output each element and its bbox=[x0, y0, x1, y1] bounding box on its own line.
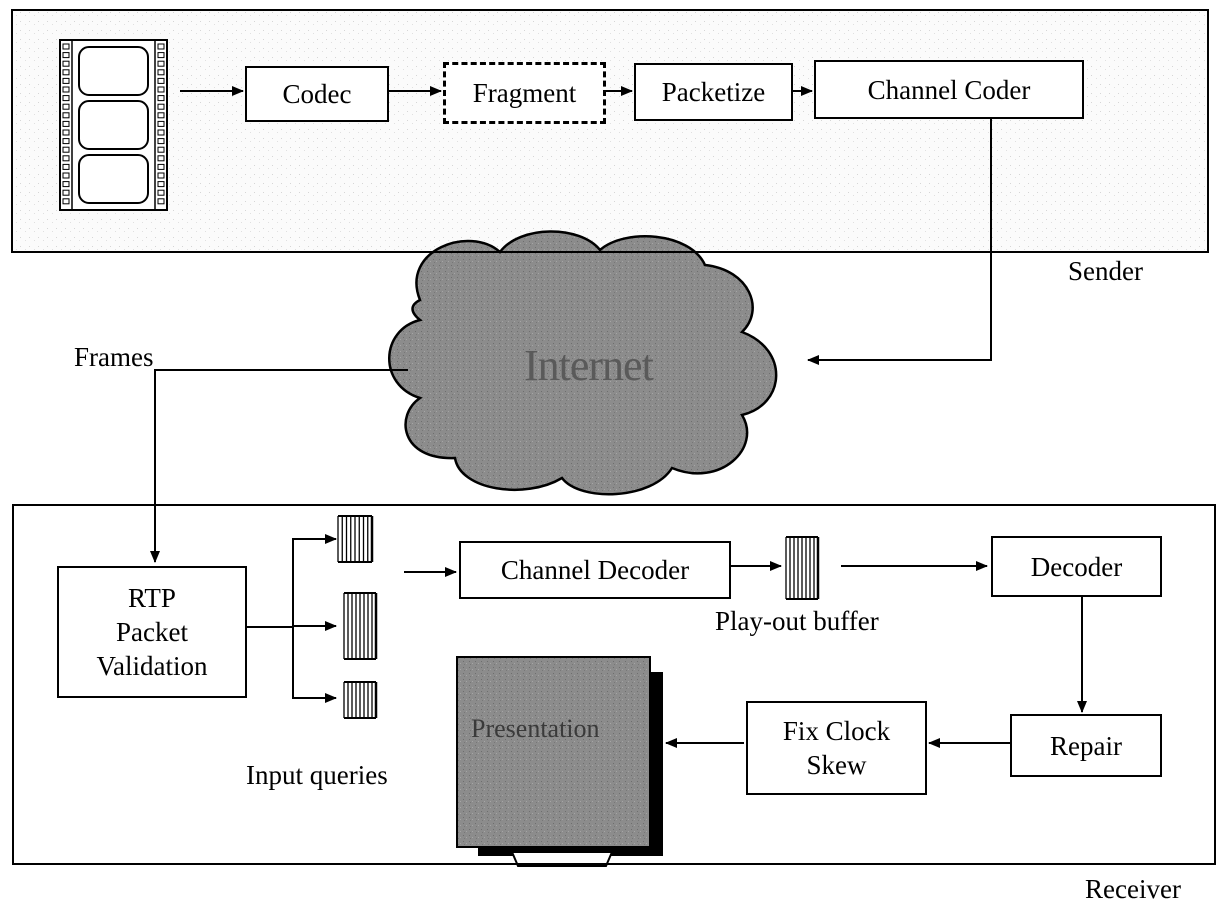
packetize-box: Packetize bbox=[634, 63, 793, 121]
receiver-label: Receiver bbox=[1085, 874, 1181, 905]
internet-label: Internet bbox=[524, 340, 653, 391]
frames-label: Frames bbox=[74, 342, 153, 373]
presentation-label: Presentation bbox=[471, 714, 600, 744]
decoder-box: Decoder bbox=[991, 536, 1162, 597]
repair-box: Repair bbox=[1010, 714, 1162, 777]
channel-coder-box: Channel Coder bbox=[814, 60, 1084, 119]
channel-decoder-box: Channel Decoder bbox=[459, 541, 731, 599]
playout-buffer-label: Play-out buffer bbox=[715, 606, 879, 637]
fragment-box: Fragment bbox=[443, 62, 606, 124]
rtp-validation-box: RTP Packet Validation bbox=[57, 566, 247, 698]
input-queues-label: Input queries bbox=[246, 760, 388, 791]
codec-box: Codec bbox=[245, 66, 389, 122]
sender-label: Sender bbox=[1068, 256, 1143, 287]
sender-panel bbox=[11, 9, 1209, 253]
fix-clock-skew-box: Fix Clock Skew bbox=[746, 701, 927, 795]
